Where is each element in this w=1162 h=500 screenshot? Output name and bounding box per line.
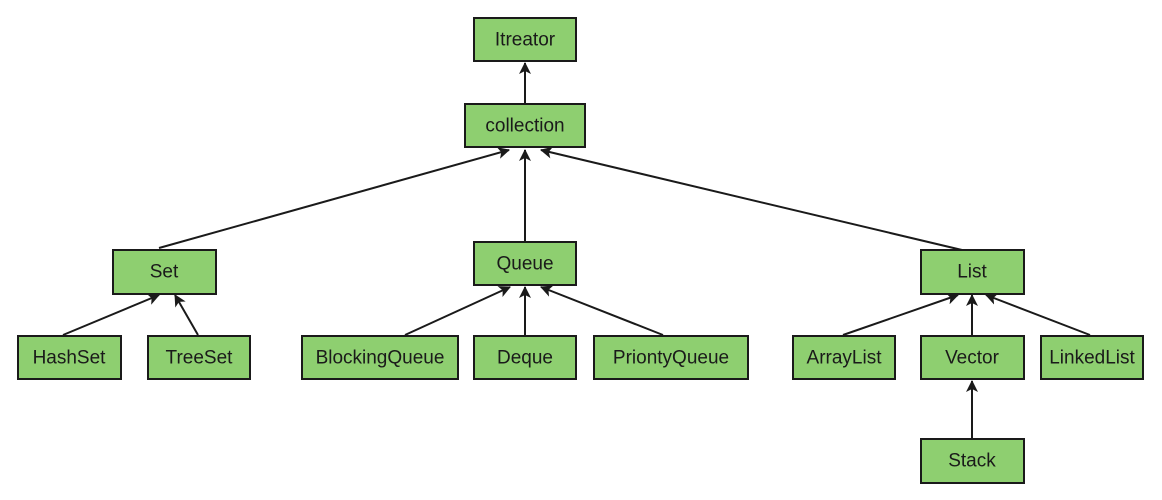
node-linkedlist-label: LinkedList — [1049, 348, 1135, 369]
node-set-label: Set — [150, 262, 179, 283]
node-deque: Deque — [473, 335, 577, 380]
node-itreator: Itreator — [473, 17, 577, 62]
node-arraylist: ArrayList — [792, 335, 896, 380]
edge-set-collection — [158, 147, 510, 249]
node-collection: collection — [464, 103, 586, 148]
node-itreator-label: Itreator — [495, 30, 556, 51]
edge-hashset-set — [62, 293, 160, 336]
node-set: Set — [112, 249, 217, 295]
node-queue: Queue — [473, 241, 577, 286]
node-list: List — [920, 249, 1025, 295]
node-deque-label: Deque — [497, 348, 553, 369]
node-vector: Vector — [920, 335, 1025, 380]
node-linkedlist: LinkedList — [1040, 335, 1144, 380]
node-priontyqueue: PriontyQueue — [593, 335, 749, 380]
node-blockingqueue-label: BlockingQueue — [316, 348, 445, 369]
node-list-label: List — [957, 262, 987, 283]
node-arraylist-label: ArrayList — [807, 348, 883, 369]
node-priontyqueue-label: PriontyQueue — [613, 348, 729, 369]
node-treeset: TreeSet — [147, 335, 251, 380]
edge-treeset-set — [174, 294, 199, 336]
edge-priontyqueue-queue — [540, 285, 664, 336]
edge-linkedlist-list — [985, 293, 1091, 336]
edge-blockingqueue-queue — [404, 286, 511, 336]
inheritance-edges — [62, 62, 1091, 438]
node-stack: Stack — [920, 438, 1025, 484]
node-hashset: HashSet — [17, 335, 122, 380]
class-nodes: Itreator collection Set Queue List HashS… — [17, 17, 1144, 484]
node-collection-label: collection — [485, 116, 564, 137]
node-treeset-label: TreeSet — [166, 348, 234, 369]
node-queue-label: Queue — [496, 254, 553, 275]
node-vector-label: Vector — [945, 348, 1000, 369]
node-stack-label: Stack — [948, 451, 996, 472]
edge-list-collection — [540, 146, 963, 251]
node-hashset-label: HashSet — [33, 348, 107, 369]
edge-arraylist-list — [842, 292, 959, 336]
node-blockingqueue: BlockingQueue — [301, 335, 459, 380]
